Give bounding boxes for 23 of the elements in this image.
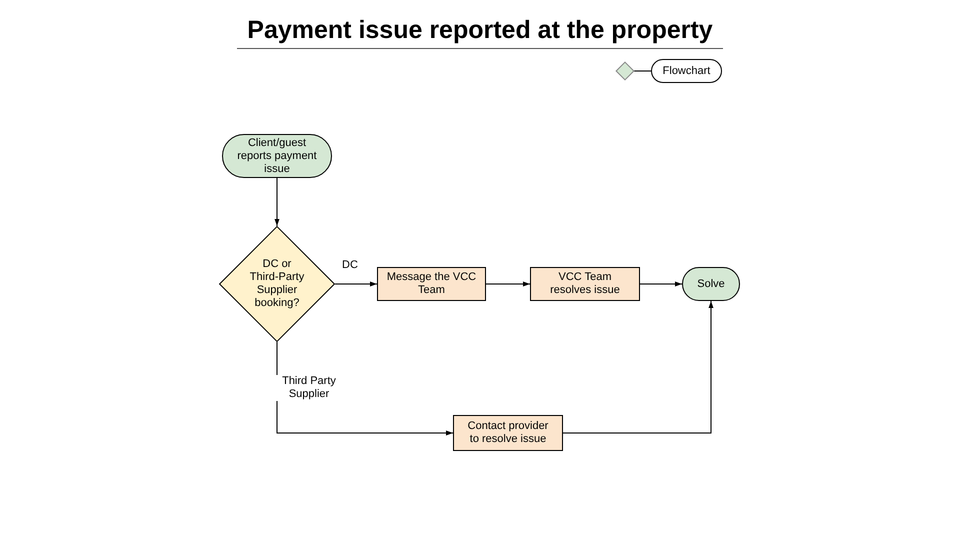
terminal-text: Client/guest reports payment issue <box>236 136 318 176</box>
process-text: VCC Team resolves issue <box>549 271 621 297</box>
arrow <box>274 178 280 226</box>
process-box <box>377 267 486 301</box>
arrow <box>640 282 682 286</box>
page-title: Payment issue reported at the property <box>247 15 713 46</box>
legend-pill <box>651 59 722 83</box>
process-box <box>530 267 640 301</box>
terminal-text: Solve <box>697 278 725 290</box>
decision-text: DC or Third-Party Supplier booking? <box>248 258 306 310</box>
end-terminal <box>682 267 740 301</box>
connector-line <box>634 70 652 72</box>
legend-text: Flowchart <box>662 64 710 78</box>
process-text: Contact provider to resolve issue <box>466 420 550 446</box>
arrow <box>334 282 378 286</box>
start-terminal <box>222 134 332 178</box>
decision-diamond <box>219 226 335 342</box>
arrow <box>486 282 530 286</box>
process-box <box>453 415 563 451</box>
arrow <box>276 342 454 436</box>
legend-diamond <box>616 62 634 80</box>
process-text: Message the VCC Team <box>386 271 478 297</box>
arrow <box>562 300 714 434</box>
